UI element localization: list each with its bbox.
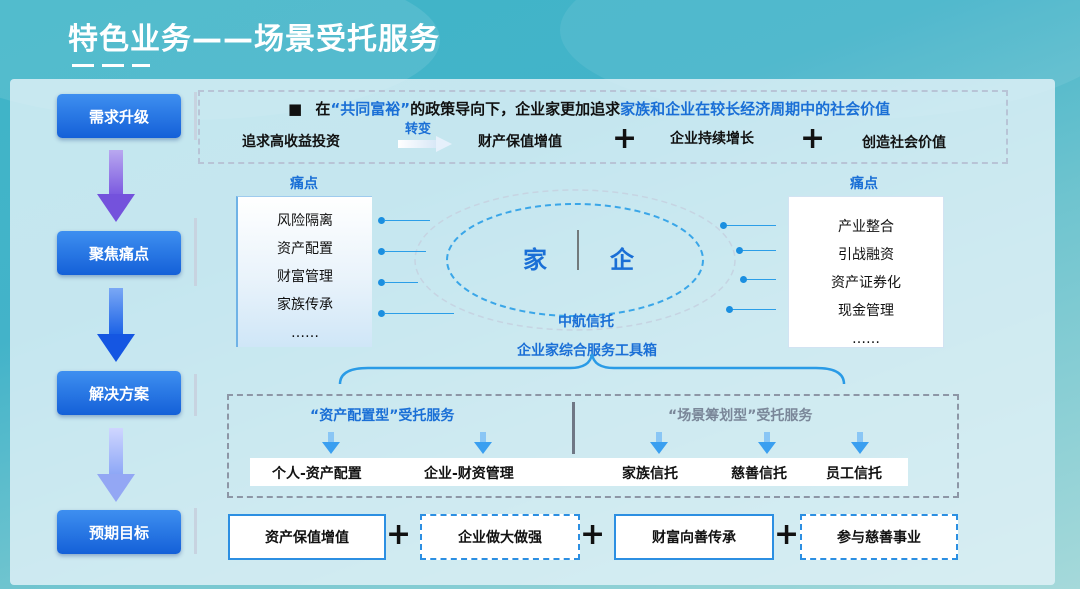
solution-item: 企业-财资管理	[424, 466, 514, 482]
step-divider	[194, 374, 197, 416]
pain-item: ……	[852, 331, 880, 347]
bullet-icon: ■	[288, 100, 303, 118]
target-asset-preserve: 资产保值增值	[228, 514, 386, 560]
step-divider	[194, 218, 197, 286]
step-expected-target: 预期目标	[57, 510, 181, 554]
plus-icon: +	[580, 517, 606, 552]
pain-item: 资产证券化	[831, 275, 901, 291]
plus-icon: +	[774, 517, 800, 552]
page-title: 特色业务——场景受托服务	[68, 22, 440, 57]
pain-left-box: 风险隔离 资产配置 财富管理 家族传承 ……	[236, 196, 372, 347]
target-wealth-inherit: 财富向善传承	[614, 514, 774, 560]
plus-icon: +	[800, 121, 826, 156]
enterprise-label: 企	[610, 246, 634, 274]
solution-item: 员工信托	[826, 466, 882, 482]
brace-icon	[338, 353, 846, 385]
step-divider	[194, 92, 197, 140]
solution-divider	[572, 402, 575, 454]
pain-item: ……	[291, 325, 319, 341]
solution-right-title: “场景筹划型”受托服务	[668, 408, 813, 424]
solution-box	[227, 394, 959, 498]
down-small-arrow-icon	[474, 432, 492, 454]
step-solution: 解决方案	[57, 371, 181, 415]
down-small-arrow-icon	[851, 432, 869, 454]
demand-from: 追求高收益投资	[242, 134, 340, 150]
transform-label: 转变	[405, 122, 432, 137]
connector-dot	[378, 279, 385, 286]
down-small-arrow-icon	[322, 432, 340, 454]
connector-dot	[378, 217, 385, 224]
goal-asset-preserve: 财产保值增值	[478, 134, 562, 150]
solution-item: 慈善信托	[731, 466, 787, 482]
pain-item: 产业整合	[838, 219, 894, 235]
plus-icon: +	[386, 517, 412, 552]
goal-social-value: 创造社会价值	[862, 135, 946, 151]
family-label: 家	[523, 246, 547, 274]
connector-dot	[740, 276, 747, 283]
pain-item: 引战融资	[838, 247, 894, 263]
demand-statement: ■ 在“共同富裕”的政策导向下，企业家更加追求家族和企业在较长经济周期中的社会价…	[288, 100, 891, 118]
down-arrow-icon	[97, 150, 135, 222]
down-arrow-icon	[97, 428, 135, 502]
right-arrow-icon	[398, 136, 452, 152]
plus-icon: +	[612, 121, 638, 156]
solution-item: 个人-资产配置	[272, 466, 362, 482]
connector-dot	[720, 222, 727, 229]
pain-right-box: 产业整合 引战融资 资产证券化 现金管理 ……	[788, 196, 944, 348]
step-demand-upgrade: 需求升级	[57, 94, 181, 138]
solution-items-strip	[250, 458, 908, 486]
pain-right-title: 痛点	[850, 176, 878, 192]
down-arrow-icon	[97, 288, 135, 364]
pain-item: 风险隔离	[277, 213, 333, 229]
title-underline	[72, 64, 150, 67]
toolbox-org: 中航信托	[558, 314, 614, 330]
solution-left-title: “资产配置型”受托服务	[310, 408, 455, 424]
connector-dot	[378, 310, 385, 317]
step-divider	[194, 508, 197, 554]
pain-left-title: 痛点	[290, 176, 318, 192]
demand-box	[198, 90, 1008, 164]
connector-dot	[736, 247, 743, 254]
down-small-arrow-icon	[650, 432, 668, 454]
down-small-arrow-icon	[758, 432, 776, 454]
connector-dot	[726, 306, 733, 313]
pain-item: 财富管理	[277, 269, 333, 285]
target-charity: 参与慈善事业	[800, 514, 958, 560]
target-enterprise-grow: 企业做大做强	[420, 514, 580, 560]
pain-item: 家族传承	[277, 297, 333, 313]
pain-item: 资产配置	[277, 241, 333, 257]
toolbox-title: 企业家综合服务工具箱	[517, 343, 657, 359]
family-enterprise-ellipse	[414, 189, 736, 331]
pain-item: 现金管理	[838, 303, 894, 319]
connector-dot	[378, 248, 385, 255]
solution-item: 家族信托	[622, 466, 678, 482]
goal-business-growth: 企业持续增长	[670, 131, 754, 147]
step-focus-pain-points: 聚焦痛点	[57, 231, 181, 275]
